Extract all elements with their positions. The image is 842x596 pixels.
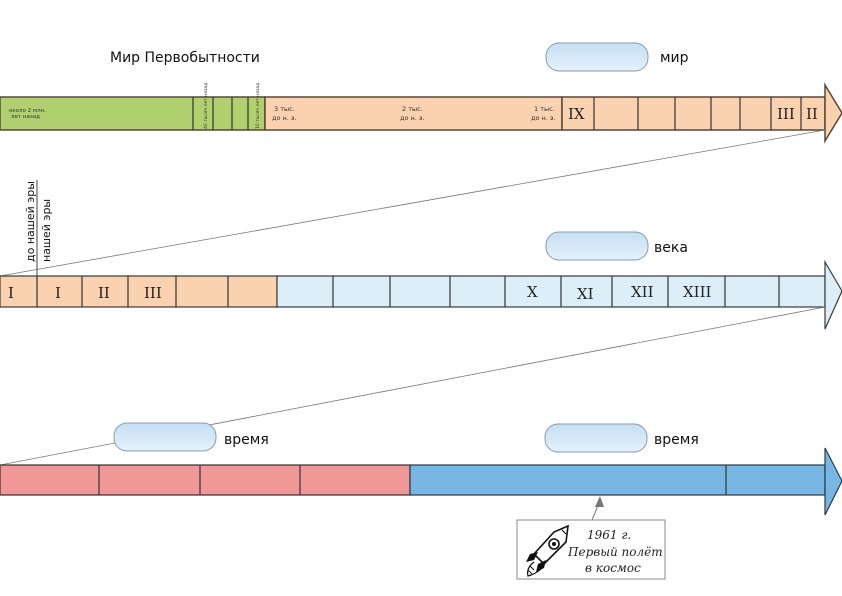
zoom-connector-line [0,129,826,277]
row3-arrow-head [824,447,842,516]
era-before-label: до нашей эры [24,181,37,262]
bc-millennia-segment [264,96,563,131]
mark-1k-line2: до н. э. [531,114,556,122]
cell-xiii: XIII [683,283,712,301]
row3-right-answer-pill[interactable] [544,423,648,453]
century-ii: II [806,105,818,123]
mark-3k-line1: 3 тыс. [274,105,295,113]
row1-arrow-head [824,82,842,144]
green-label-line2: лет назад [11,114,40,120]
cell-ad-iii: III [144,284,162,302]
mark-3k-line2: до н. э. [272,114,297,122]
row3-right-pill-label: время [654,432,699,448]
row2-answer-pill[interactable] [545,231,649,261]
mark-1k-line1: 1 тыс. [534,105,555,113]
pink-segment [0,464,411,496]
note-line1: 1961 г. [587,528,631,542]
centuries-segment [561,96,826,131]
cell-ad-ii: II [98,284,110,302]
row1-title: Мир Первобытности [110,50,260,66]
green-label-line1: около 2 млн. [9,108,46,114]
century-ix: IX [568,105,585,123]
vertical-label-40k: 40 тысяч лет назад [203,83,209,129]
row2-arrow-head [824,259,842,330]
row2-pill-label: века [654,240,688,256]
mark-2k-line2: до н. э. [400,114,425,122]
space-flight-note: 1961 г. Первый полёт в космос [516,519,666,580]
blue-segment [409,464,826,496]
row1-timeline [0,82,842,144]
cell-bc-i: I [8,284,14,302]
row3-left-answer-pill[interactable] [113,422,217,452]
rocket-icon [526,524,569,577]
vertical-label-10k: 10 тысяч лет назад [255,83,261,129]
note-line3: в космос [585,561,641,575]
note-pointer-arrowhead [595,496,604,507]
later-centuries-segment [276,275,826,308]
cell-ad-i: I [55,284,61,302]
row1-answer-pill[interactable] [545,42,649,72]
row3-timeline [0,447,842,516]
row2-timeline [0,259,842,330]
early-centuries-segment [0,275,278,308]
era-after-label: нашей эры [40,199,53,262]
row3-left-pill-label: время [224,432,269,448]
century-iii: III [777,105,795,123]
cell-x: X [527,283,538,301]
cell-xi: XI [577,285,594,303]
mark-2k-line1: 2 тыс. [402,105,423,113]
row1-pill-label: мир [660,50,689,66]
note-line2: Первый полёт [567,545,663,559]
cell-xii: XII [631,283,654,301]
